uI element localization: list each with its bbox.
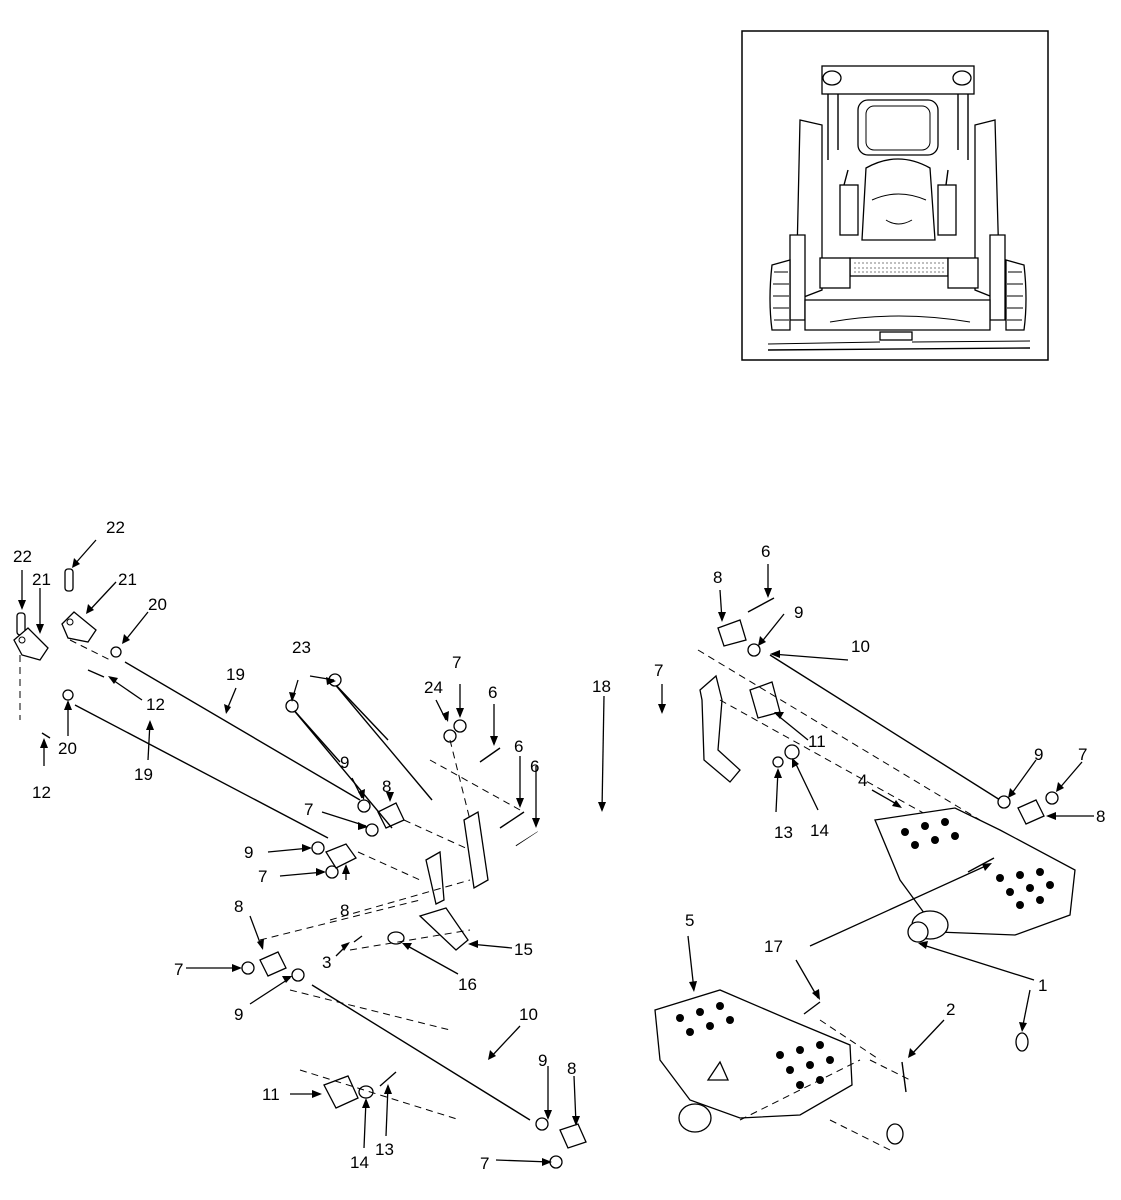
callout-21: 21	[118, 570, 137, 589]
callout-7: 7	[258, 867, 267, 886]
bushing-16	[387, 931, 405, 945]
callout-8: 8	[234, 897, 243, 916]
callout-14: 14	[350, 1153, 369, 1172]
callout-7: 7	[1078, 745, 1087, 764]
callout-12: 12	[146, 695, 165, 714]
clevis-pin-22b	[64, 568, 74, 592]
callout-22: 22	[13, 547, 32, 566]
callout-8: 8	[713, 568, 722, 587]
callout-14: 14	[810, 821, 829, 840]
callout-7: 7	[174, 960, 183, 979]
callout-11: 11	[808, 732, 826, 751]
callout-20: 20	[58, 739, 77, 758]
callout-5: 5	[685, 911, 694, 930]
foot-pedal-4	[874, 807, 1076, 943]
right-upper-linkage	[697, 597, 1059, 851]
yoke-21b	[61, 611, 97, 643]
jam-nut-20a	[62, 689, 74, 701]
callout-9: 9	[340, 753, 349, 772]
callout-13: 13	[375, 1140, 394, 1159]
callout-12: 12	[32, 783, 51, 802]
yoke-21a	[13, 627, 49, 661]
inset-loader-illustration	[741, 30, 1049, 361]
callout-9: 9	[538, 1051, 547, 1070]
leader-lines	[21, 539, 1094, 1163]
pivot-shaft-1	[829, 1032, 1029, 1151]
callout-8: 8	[1096, 807, 1105, 826]
callout-6: 6	[761, 542, 770, 561]
callout-13: 13	[774, 823, 793, 842]
arrowheads	[18, 558, 1064, 1166]
callout-16: 16	[458, 975, 477, 994]
jam-nut-20b	[110, 646, 122, 658]
callout-9: 9	[1034, 745, 1043, 764]
callout-6: 6	[488, 683, 497, 702]
callout-6: 6	[530, 757, 539, 776]
callout-1: 1	[1038, 976, 1047, 995]
callout-18: 18	[592, 677, 611, 696]
callout-22: 22	[106, 518, 125, 537]
callout-8: 8	[340, 901, 349, 920]
callout-7: 7	[304, 800, 313, 819]
callout-9: 9	[794, 603, 803, 622]
callout-10: 10	[851, 637, 870, 656]
callout-19: 19	[134, 765, 153, 784]
callout-10: 10	[519, 1005, 538, 1024]
callout-20: 20	[148, 595, 167, 614]
callout-7: 7	[452, 653, 461, 672]
callout-23: 23	[292, 638, 311, 657]
foot-pedal-5	[654, 989, 881, 1133]
callout-9: 9	[234, 1005, 243, 1024]
callout-8: 8	[567, 1059, 576, 1078]
arm-15	[418, 907, 469, 951]
callout-17: 17	[764, 937, 783, 956]
rod-19b	[124, 661, 361, 801]
callout-11: 11	[262, 1085, 280, 1104]
left-linkage-group	[13, 568, 539, 881]
callout-4: 4	[858, 771, 867, 790]
callout-19: 19	[226, 665, 245, 684]
callout-3: 3	[322, 953, 331, 972]
callout-labels: 22 22 21 21 20 20 12 12 19 19 23 24 7 7 …	[13, 518, 1105, 1173]
lower-left-linkage	[241, 899, 587, 1169]
callout-24: 24	[424, 678, 443, 697]
callout-8: 8	[382, 777, 391, 796]
callout-6: 6	[514, 737, 523, 756]
cross-shaft-18	[329, 674, 741, 951]
callout-9: 9	[244, 843, 253, 862]
rod-10-lower	[311, 984, 531, 1121]
rod-19a	[74, 704, 329, 839]
rod-10-upper	[769, 654, 1001, 801]
callout-7: 7	[654, 661, 663, 680]
callout-21: 21	[32, 570, 51, 589]
callout-7: 7	[480, 1154, 489, 1173]
callout-15: 15	[514, 940, 533, 959]
callout-2: 2	[946, 1000, 955, 1019]
